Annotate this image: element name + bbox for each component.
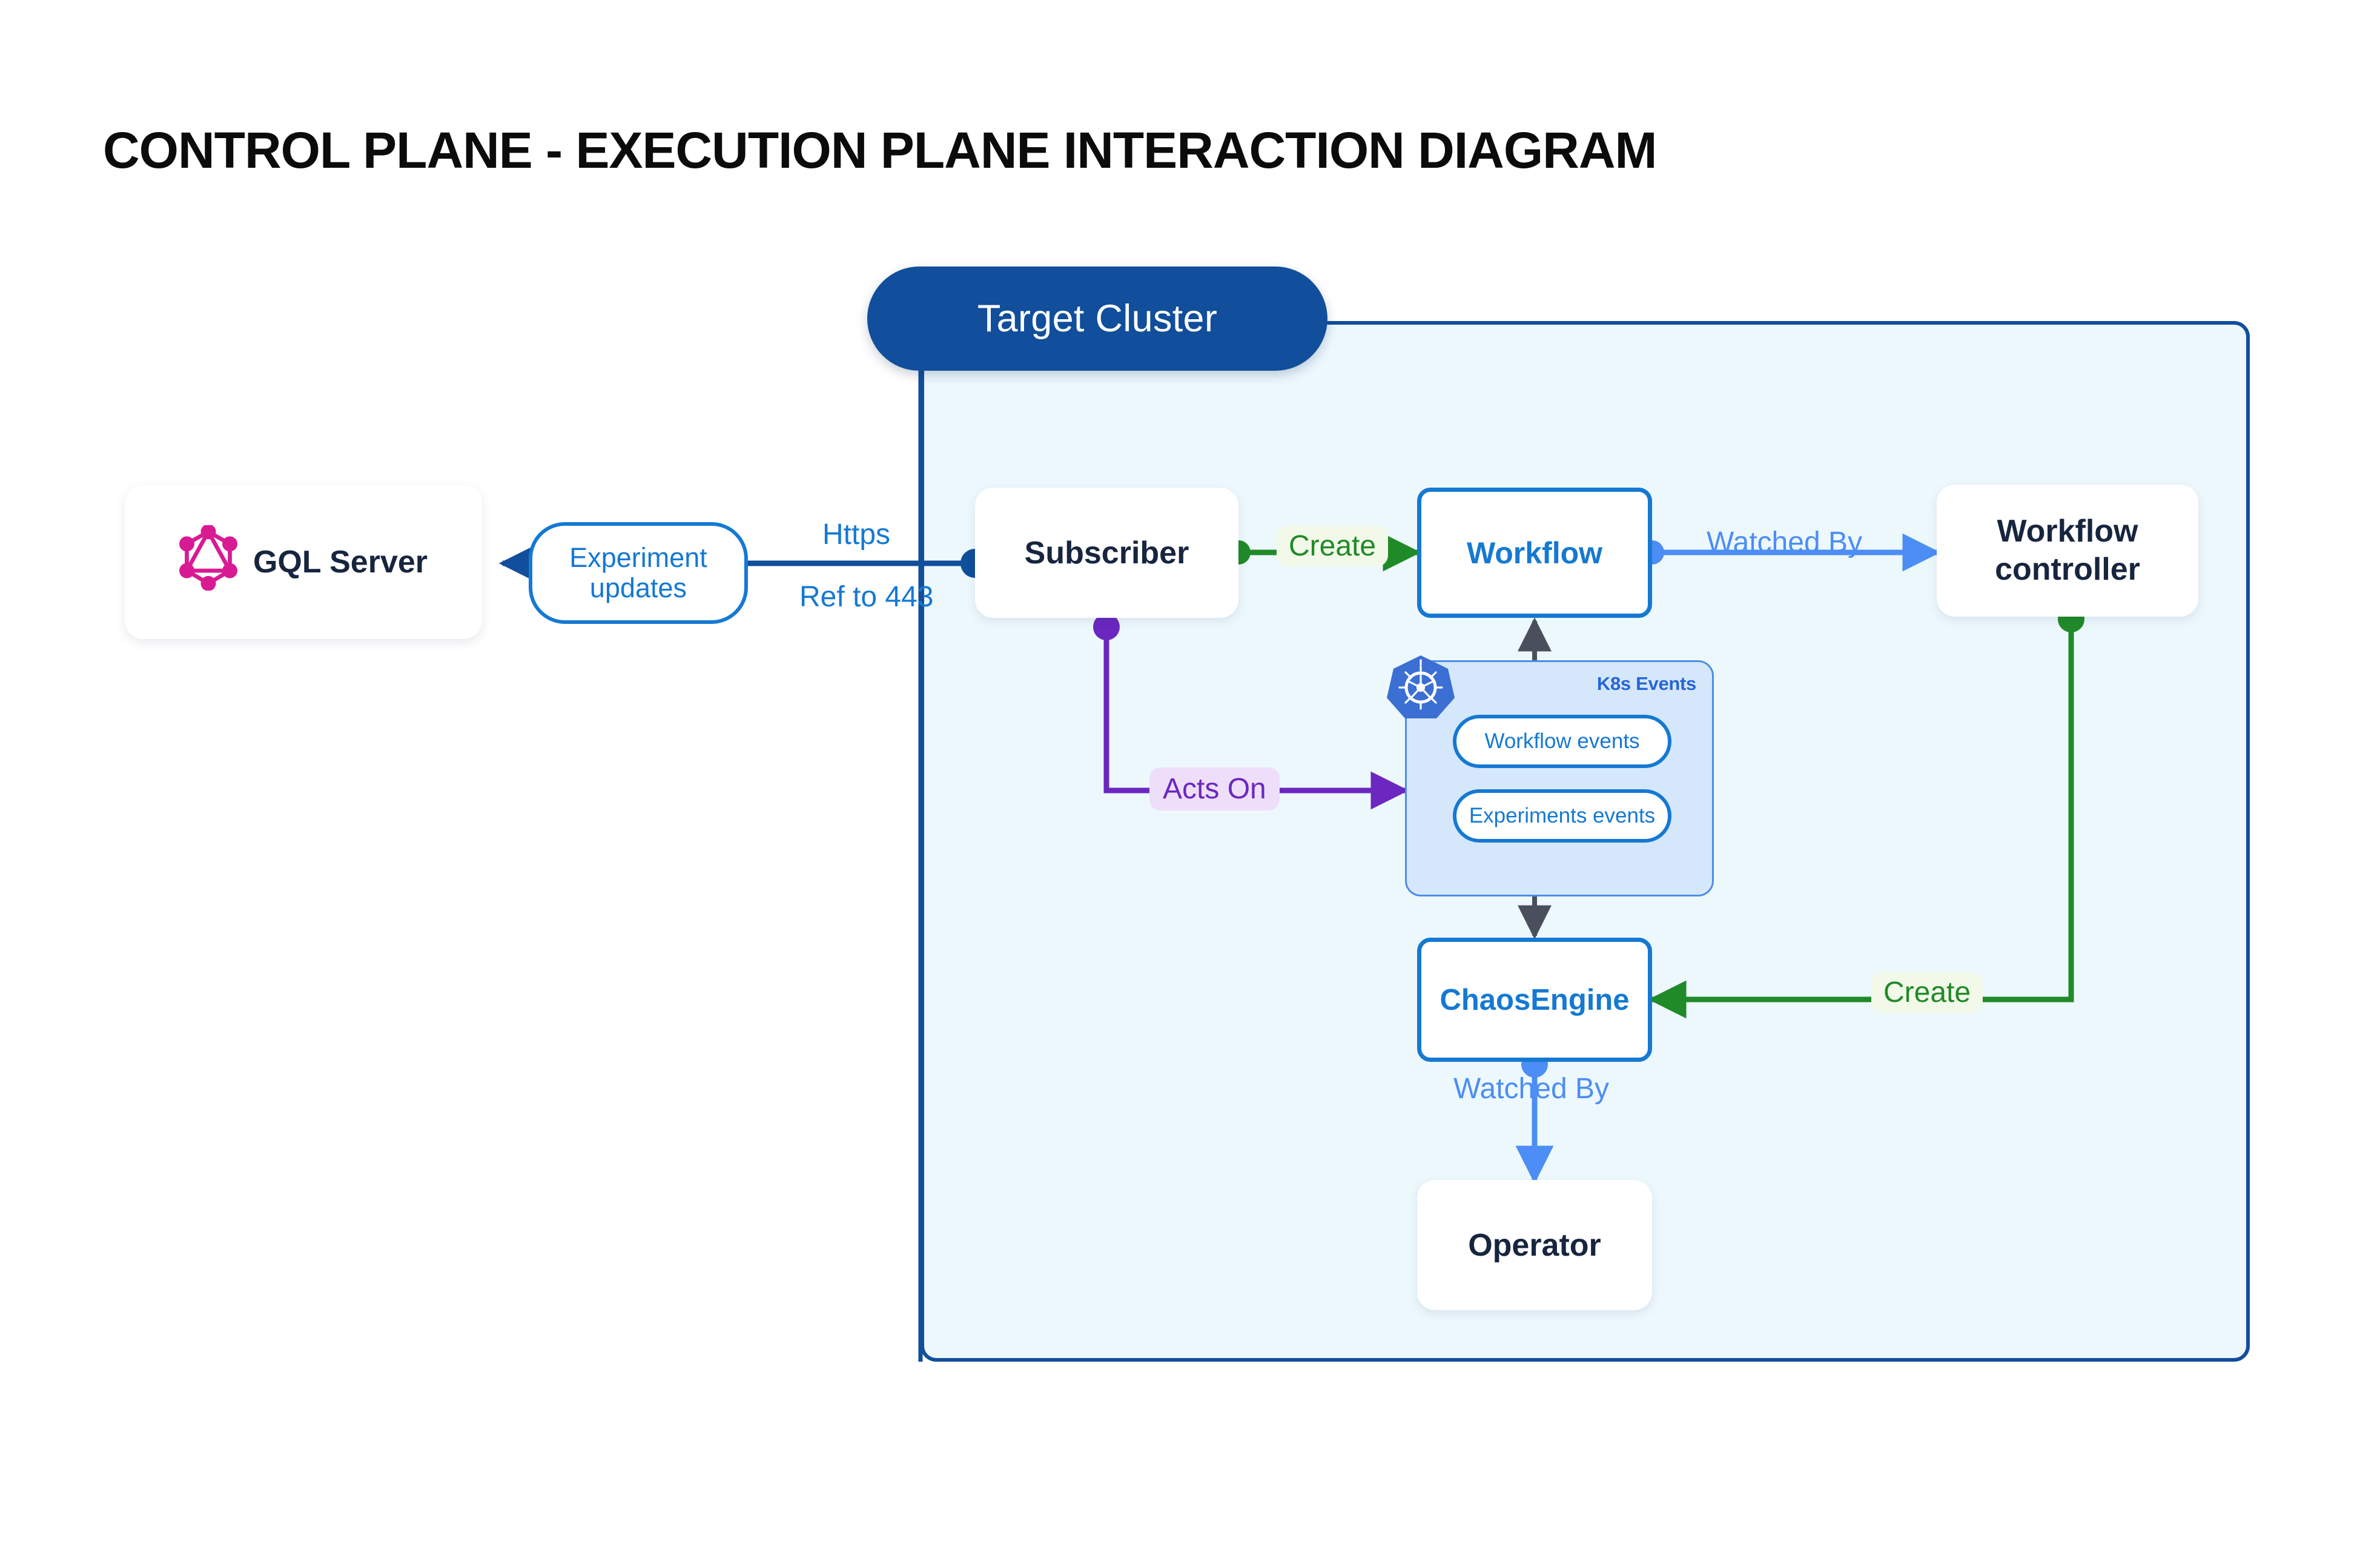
target-cluster-label: Target Cluster — [977, 297, 1218, 340]
edge-label-https: Https — [822, 519, 891, 551]
subscriber-bottom-port — [1093, 614, 1120, 640]
node-label-chaosengine: ChaosEngine — [1440, 983, 1630, 1016]
edge-create-chaosengine — [1648, 617, 2074, 1019]
edge-label-experiment-updates: Experiment updates — [529, 522, 748, 624]
node-gql-server[interactable]: GQL Server — [125, 485, 482, 639]
node-label-gql-server: GQL Server — [253, 544, 428, 580]
node-label-workflow: Workflow — [1466, 535, 1603, 570]
kubernetes-logo-icon — [1387, 653, 1455, 721]
k8s-events-title: K8s Events — [1596, 673, 1696, 694]
experiment-updates-line1: Experiment — [569, 542, 707, 573]
node-label-workflow-controller-line1: Workflow — [1997, 513, 2138, 549]
k8s-event-label: Experiments events — [1469, 804, 1656, 827]
edge-label-create-workflow: Create — [1277, 526, 1389, 566]
node-label-subscriber: Subscriber — [1024, 535, 1189, 571]
node-chaosengine[interactable]: ChaosEngine — [1417, 938, 1652, 1062]
node-label-workflow-controller-line2: controller — [1995, 552, 2140, 587]
graphql-logo-icon — [179, 524, 237, 598]
k8s-events-panel: K8s Events — [1405, 660, 1714, 896]
k8s-event-workflow-events[interactable]: Workflow events — [1453, 715, 1671, 768]
k8s-event-label: Workflow events — [1484, 729, 1640, 753]
k8s-event-experiments-events[interactable]: Experiments events — [1453, 789, 1671, 843]
edge-acts-on — [1103, 627, 1409, 810]
node-label-operator: Operator — [1468, 1227, 1601, 1263]
edge-label-create-chaosengine: Create — [1871, 972, 1983, 1013]
node-operator[interactable]: Operator — [1417, 1180, 1652, 1310]
target-cluster-pill[interactable]: Target Cluster — [867, 267, 1327, 371]
node-workflow-controller[interactable]: Workflow controller — [1937, 485, 2198, 617]
node-workflow[interactable]: Workflow — [1417, 488, 1652, 618]
page-title: CONTROL PLANE - EXECUTION PLANE INTERACT… — [103, 122, 1657, 179]
node-subscriber[interactable]: Subscriber — [975, 488, 1238, 618]
edge-label-ref-443: Ref to 443 — [799, 581, 934, 613]
edge-label-watched-by-workflow: Watched By — [1707, 526, 1862, 558]
edge-label-watched-by-operator: Watched By — [1453, 1073, 1609, 1105]
edge-label-acts-on: Acts On — [1149, 767, 1280, 810]
experiment-updates-line2: updates — [589, 572, 687, 603]
